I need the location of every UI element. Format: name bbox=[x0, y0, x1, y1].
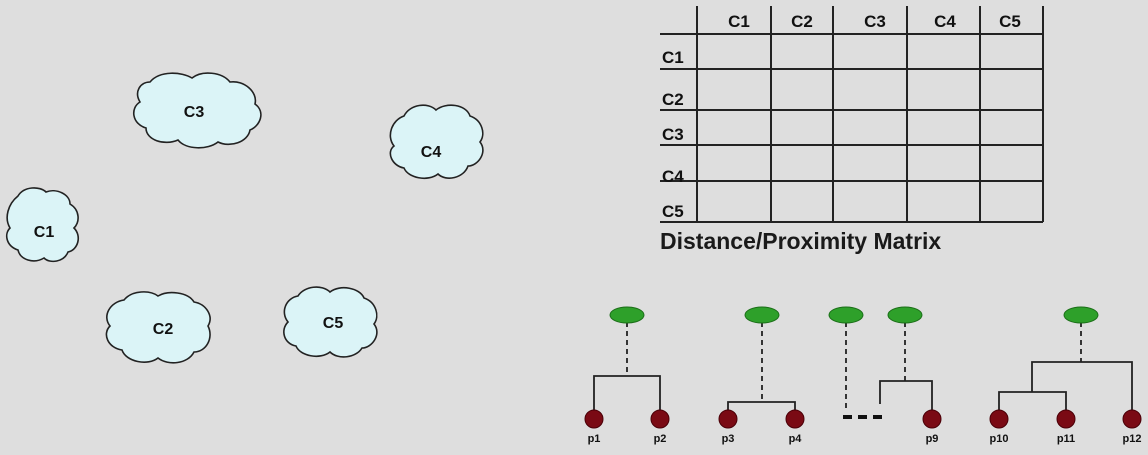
root-node bbox=[1063, 306, 1099, 324]
leaf-node bbox=[1122, 409, 1142, 429]
leaf-node bbox=[785, 409, 805, 429]
matrix-row-header: C1 bbox=[662, 48, 684, 67]
root-node bbox=[609, 306, 645, 324]
leaf-node bbox=[922, 409, 942, 429]
matrix-row-header: C4 bbox=[662, 167, 684, 186]
root-node bbox=[887, 306, 923, 324]
leaf-node bbox=[584, 409, 604, 429]
matrix-column-headers: C1 C2 C3 C4 C5 bbox=[728, 12, 1021, 31]
matrix-row-header: C5 bbox=[662, 202, 684, 221]
matrix-row-headers: C1 C2 C3 C4 C5 bbox=[662, 48, 684, 221]
matrix-col-header: C3 bbox=[864, 12, 886, 31]
leaf-node bbox=[989, 409, 1009, 429]
root-node bbox=[744, 306, 780, 324]
cluster-c5-shape bbox=[283, 286, 378, 358]
cluster-c1: C1 bbox=[5, 187, 80, 263]
leaf-node bbox=[1056, 409, 1076, 429]
cluster-c3-shape bbox=[133, 72, 262, 149]
root-node bbox=[828, 306, 864, 324]
leaf-label: p1 bbox=[588, 433, 601, 445]
dendrogram-lines bbox=[593, 322, 1133, 412]
cluster-c2: C2 bbox=[105, 291, 211, 364]
leaf-label: p2 bbox=[654, 433, 667, 445]
distance-matrix bbox=[660, 6, 1044, 223]
matrix-col-header: C5 bbox=[999, 12, 1021, 31]
leaf-label: p4 bbox=[789, 433, 803, 445]
matrix-row-header: C2 bbox=[662, 90, 684, 109]
cluster-c1-shape bbox=[5, 187, 80, 263]
leaf-labels: p1 p2 p3 p4 p9 p10 p11 p12 bbox=[588, 433, 1142, 445]
matrix-col-header: C4 bbox=[934, 12, 956, 31]
cluster-c2-shape bbox=[105, 291, 211, 364]
matrix-col-header: C1 bbox=[728, 12, 750, 31]
leaf-node bbox=[650, 409, 670, 429]
cluster-c1-label: C1 bbox=[34, 224, 55, 241]
leaf-label: p12 bbox=[1123, 433, 1142, 445]
cluster-c5: C5 bbox=[283, 286, 378, 358]
leaf-label: p9 bbox=[926, 433, 939, 445]
cluster-c2-label: C2 bbox=[153, 321, 174, 338]
cluster-c4-label: C4 bbox=[421, 144, 442, 161]
cluster-c4: C4 bbox=[389, 104, 484, 180]
root-nodes bbox=[609, 306, 1099, 324]
leaf-nodes bbox=[584, 409, 1142, 429]
cluster-c4-shape bbox=[389, 104, 484, 180]
leaf-node bbox=[718, 409, 738, 429]
leaf-label: p3 bbox=[722, 433, 735, 445]
matrix-caption: Distance/Proximity Matrix bbox=[660, 228, 942, 254]
cluster-c3: C3 bbox=[133, 72, 262, 149]
leaf-label: p10 bbox=[990, 433, 1009, 445]
cluster-c5-label: C5 bbox=[323, 315, 344, 332]
matrix-col-header: C2 bbox=[791, 12, 813, 31]
cluster-c3-label: C3 bbox=[184, 104, 205, 121]
leaf-label: p11 bbox=[1057, 433, 1075, 445]
matrix-row-header: C3 bbox=[662, 125, 684, 144]
